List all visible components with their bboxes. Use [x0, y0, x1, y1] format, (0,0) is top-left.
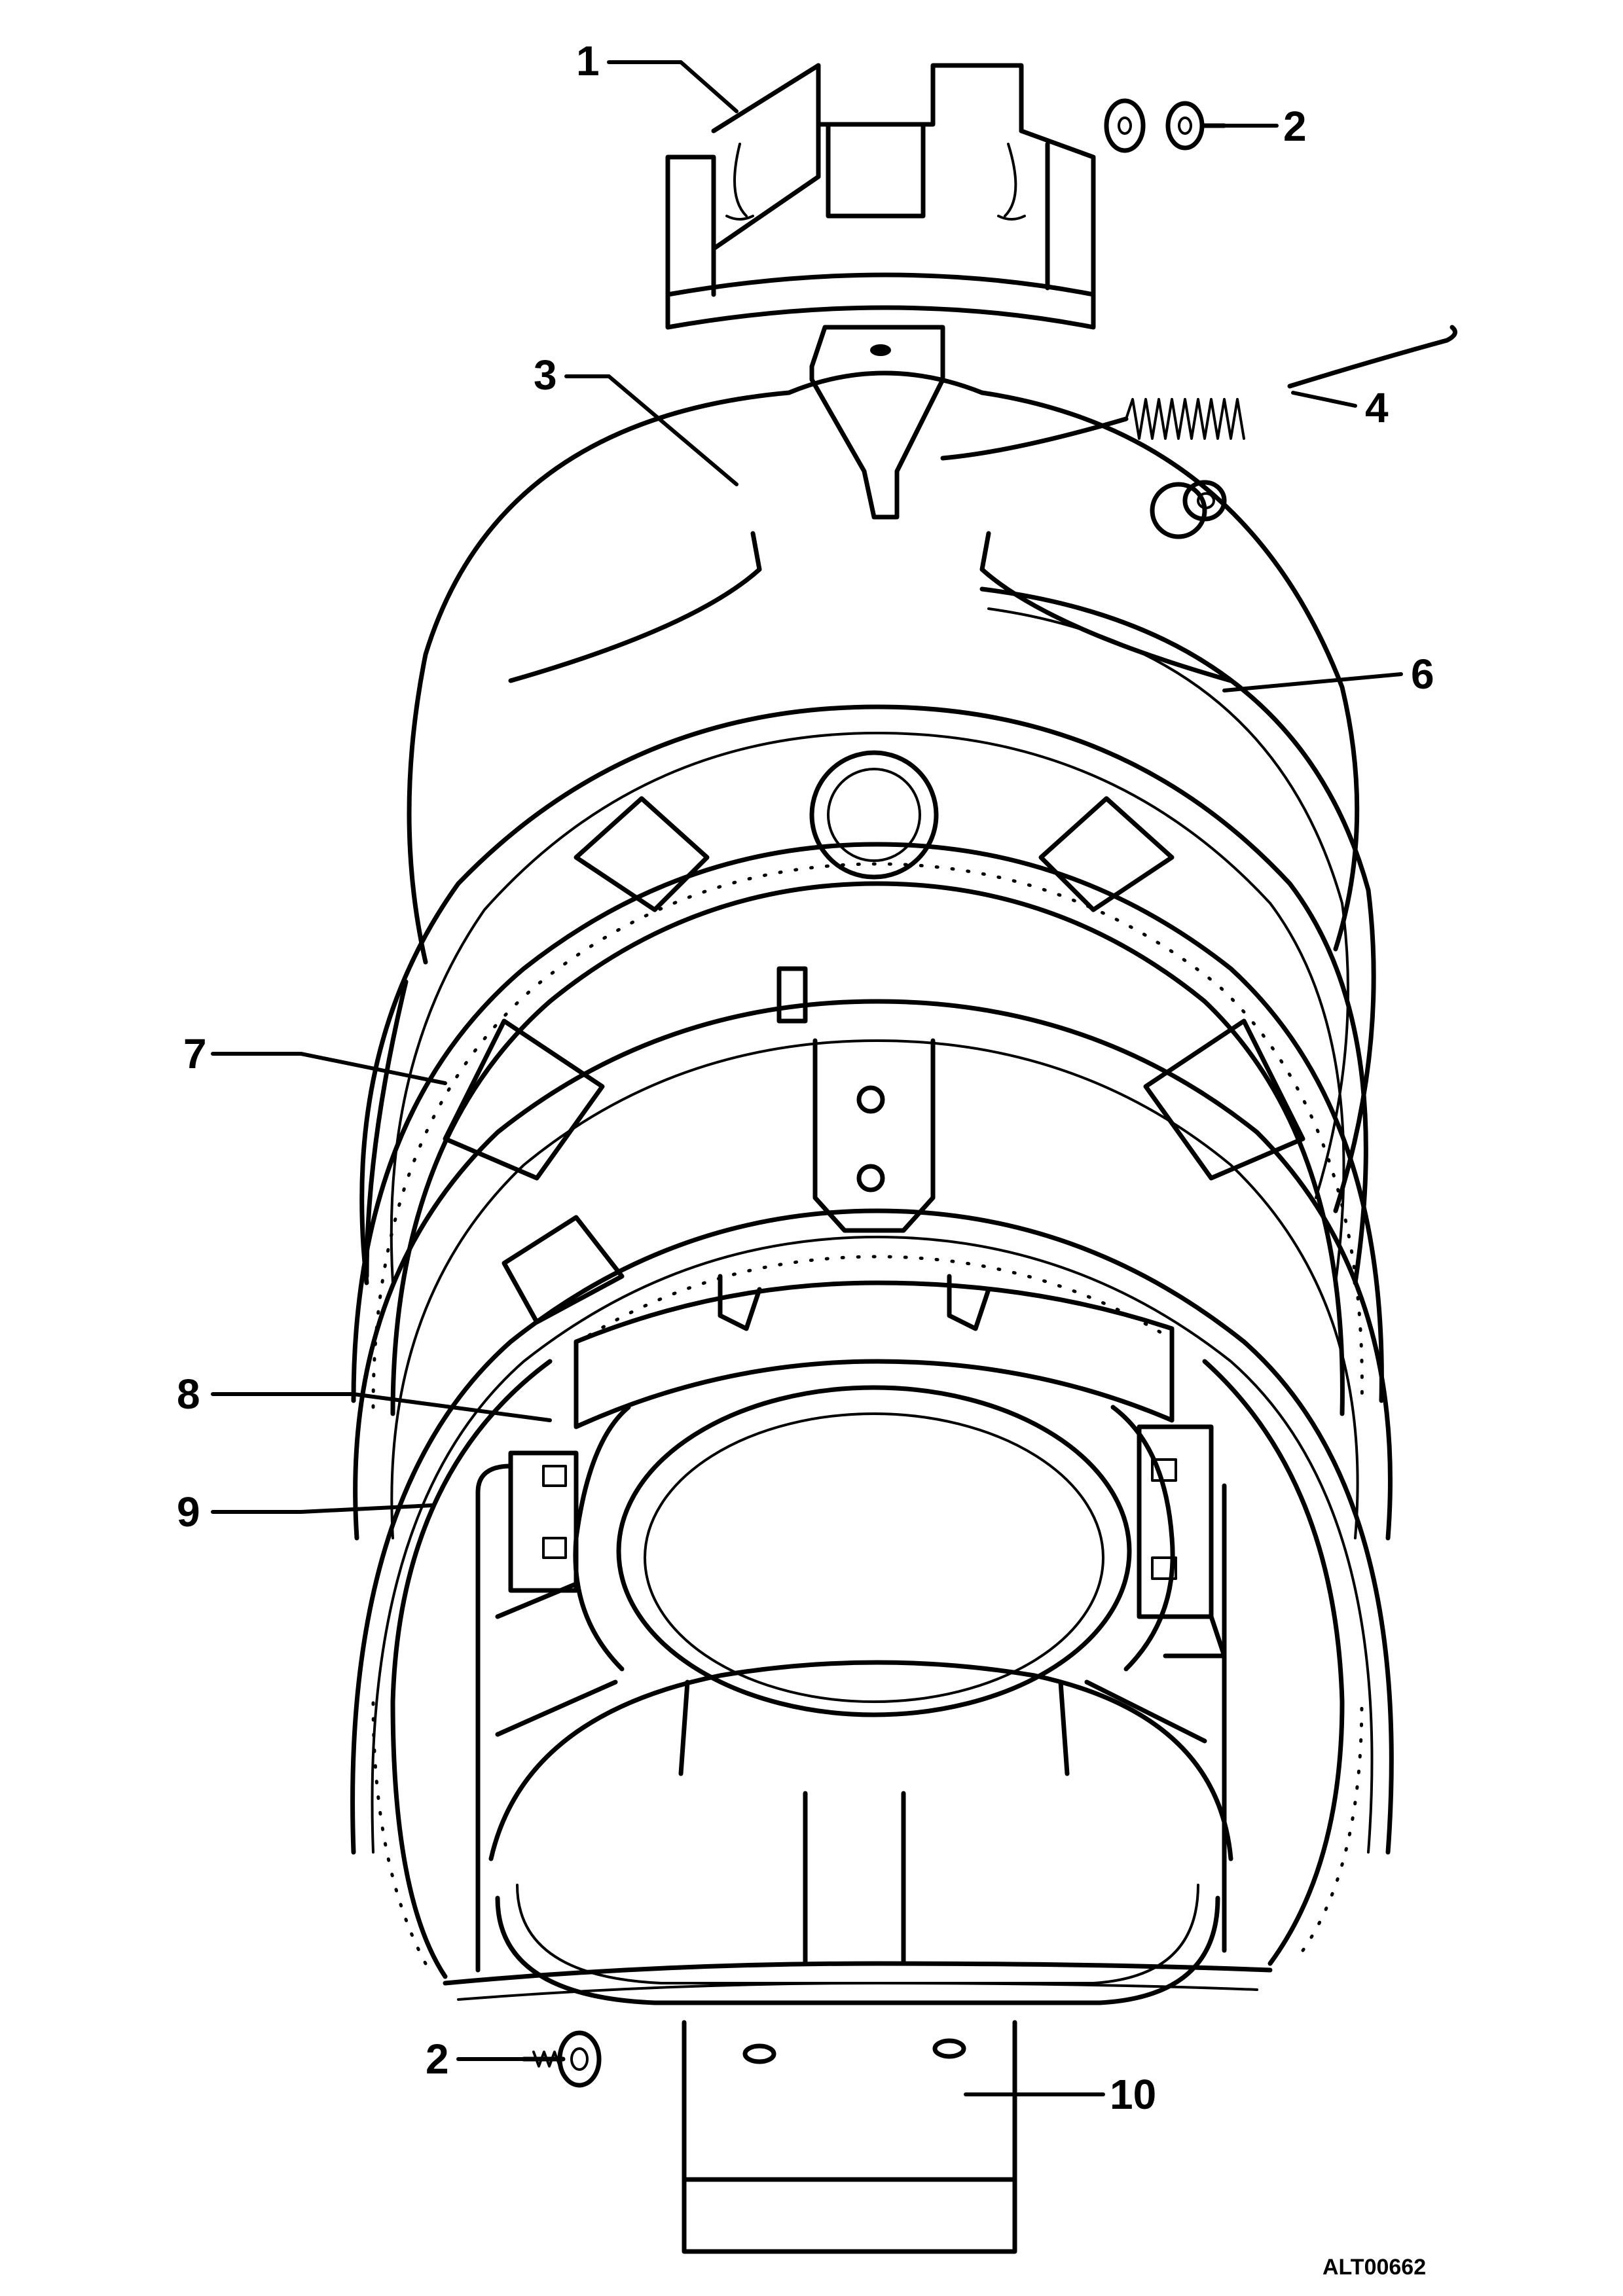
inner-opening-part-8	[488, 1385, 1233, 2005]
bottom-rim	[443, 1961, 1273, 2001]
callout-2-bottom: 2	[426, 2036, 449, 2083]
figure-id: ALT00662	[1322, 2255, 1426, 2280]
callout-labels: 1 2 3 4 6 7 8 9 2 10 ALT00662	[177, 37, 1434, 2280]
callout-1: 1	[576, 37, 600, 84]
inner-shelf-arch	[574, 1274, 1175, 1429]
middle-frame-ring	[353, 966, 1393, 1541]
fastener-part-2-bottom	[521, 2030, 602, 2088]
leader-lines	[211, 60, 1403, 2096]
top-bracket-part-1	[665, 63, 1096, 330]
callout-9: 9	[177, 1488, 200, 1535]
front-housing-part-9	[350, 1208, 1394, 1979]
callout-2-top: 2	[1283, 103, 1307, 150]
bottom-plate-part-10	[682, 2020, 1017, 2254]
gasket-ring-part-7	[351, 842, 1384, 1416]
washer-and-nut-part-2-top	[1104, 98, 1227, 153]
back-plate	[359, 704, 1368, 1285]
callout-4: 4	[1365, 384, 1389, 431]
adjuster-knob	[1150, 480, 1227, 539]
callout-6: 6	[1411, 651, 1434, 698]
callout-3: 3	[534, 351, 557, 399]
latch-brackets	[508, 1424, 1227, 1659]
callout-8: 8	[177, 1371, 200, 1418]
spring-part-4	[940, 325, 1457, 461]
callout-7: 7	[183, 1030, 207, 1077]
callout-10: 10	[1110, 2071, 1156, 2118]
